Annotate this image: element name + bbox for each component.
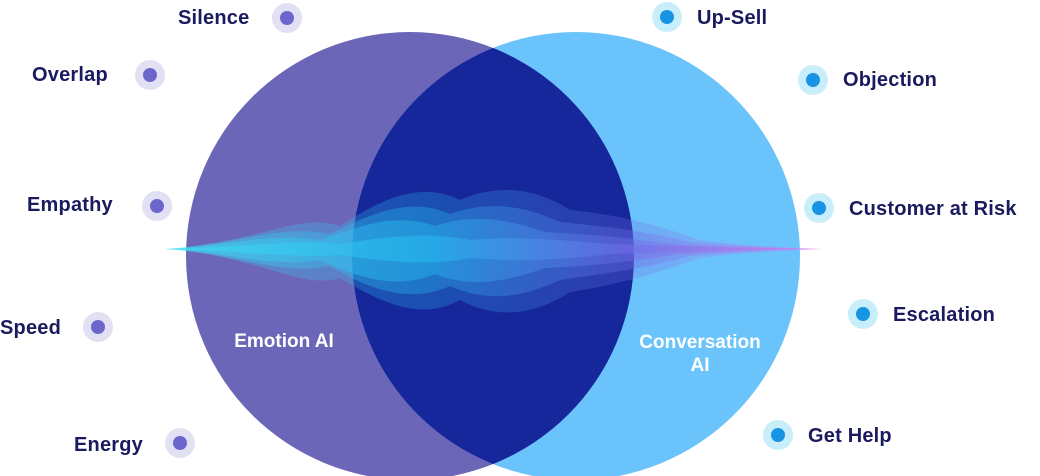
feature-empathy-label: Empathy xyxy=(27,194,113,216)
feature-overlap-label: Overlap xyxy=(32,64,108,86)
feature-overlap-dot-icon xyxy=(135,60,165,90)
feature-get-help-label: Get Help xyxy=(808,425,892,447)
feature-objection-label: Objection xyxy=(843,69,938,91)
feature-objection-dot-icon xyxy=(798,65,828,95)
sound-wave-icon xyxy=(165,189,822,313)
feature-get-help-dot-icon xyxy=(763,420,793,450)
emotion-ai-label: Emotion AI xyxy=(234,331,334,352)
feature-silence-label: Silence xyxy=(178,7,250,29)
feature-customer-at-risk-dot-icon xyxy=(804,193,834,223)
feature-energy-label: Energy xyxy=(74,434,144,456)
feature-customer-at-risk-label: Customer at Risk xyxy=(849,198,1017,220)
conversation-ai-label: Conversation AI xyxy=(610,331,790,377)
conversation-ai-label-line1: Conversation xyxy=(639,332,761,353)
feature-empathy-dot-icon xyxy=(142,191,172,221)
feature-escalation-label: Escalation xyxy=(893,304,996,326)
feature-upsell-dot-icon xyxy=(652,2,682,32)
feature-silence-dot-icon xyxy=(272,3,302,33)
feature-speed-dot-icon xyxy=(83,312,113,342)
conversation-ai-label-line2: AI xyxy=(690,355,710,376)
feature-speed-label: Speed xyxy=(0,317,62,339)
feature-escalation-dot-icon xyxy=(848,299,878,329)
feature-energy-dot-icon xyxy=(165,428,195,458)
feature-upsell-label: Up-Sell xyxy=(697,7,768,29)
